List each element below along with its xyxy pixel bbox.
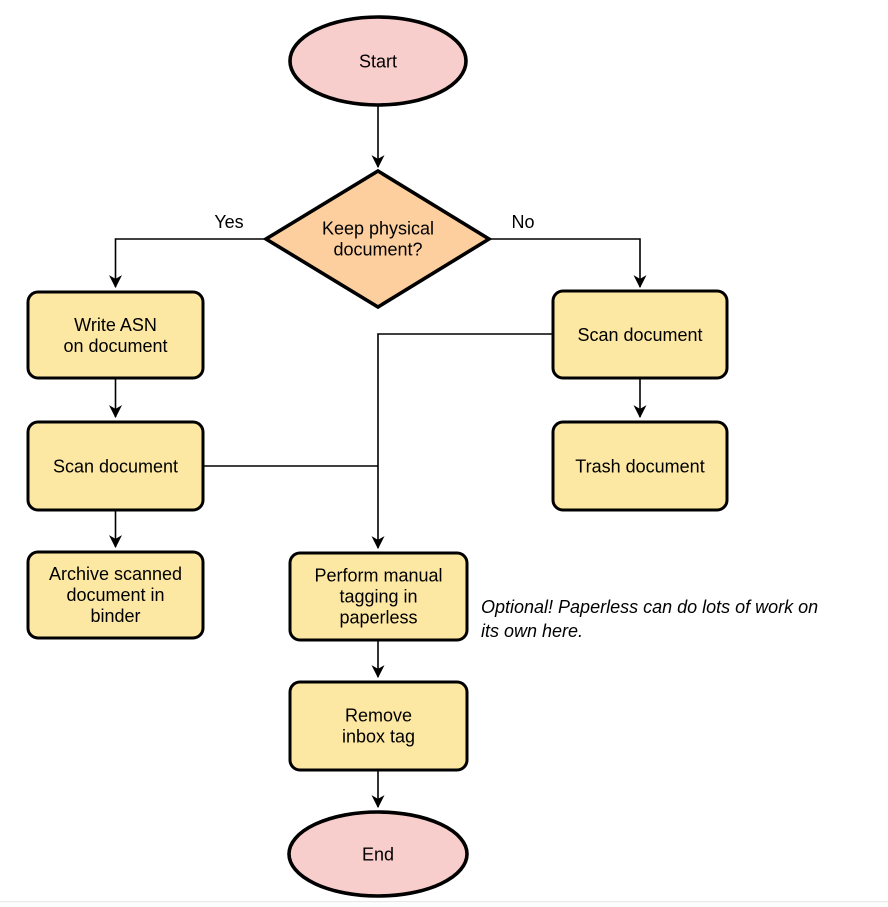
scan-left-process-shape (26, 420, 205, 512)
edge-decision-no (489, 238, 647, 289)
node-trash: Trash document (551, 420, 729, 512)
remove-inbox-label-line1: Remove (345, 706, 412, 726)
node-scan-left: Scan document (26, 420, 205, 512)
tagging-label-line2: tagging in (339, 587, 417, 607)
decision-label-line2: document? (333, 240, 422, 260)
edge-merge-to-tagging (371, 333, 553, 550)
trash-process-shape (551, 420, 729, 512)
node-end: End (287, 810, 469, 898)
write-asn-label-line2: on document (63, 336, 167, 356)
annotation-optional: Optional! Paperless can do lots of work … (481, 597, 818, 641)
end-label: End (362, 845, 394, 865)
bottom-margin-strip (0, 902, 888, 907)
edges (109, 105, 647, 809)
annotation-line2: its own here. (481, 621, 583, 641)
remove-inbox-label-line2: inbox tag (342, 727, 415, 747)
scan-right-label: Scan document (577, 325, 702, 345)
remove-inbox-process-shape (288, 680, 469, 772)
archive-label-line1: Archive scanned (49, 564, 182, 584)
node-archive: Archive scanned document in binder (26, 550, 205, 640)
tagging-label-line3: paperless (339, 608, 417, 628)
trash-label: Trash document (575, 457, 704, 477)
node-tagging: Perform manual tagging in paperless (288, 551, 469, 642)
write-asn-process-shape (26, 290, 205, 380)
tagging-label-line1: Perform manual (314, 566, 442, 586)
tagging-process-shape (288, 551, 469, 642)
scan-right-process-shape (551, 289, 729, 380)
edge-label-yes: Yes (214, 212, 243, 232)
decision-diamond-shape (262, 168, 493, 310)
start-label: Start (359, 52, 397, 72)
node-decision: Keep physical document? (262, 168, 493, 310)
node-start: Start (288, 15, 468, 107)
decision-label-line1: Keep physical (322, 219, 434, 239)
end-terminator-shape (287, 810, 469, 898)
annotation-line1: Optional! Paperless can do lots of work … (481, 597, 818, 617)
bottom-divider (0, 901, 888, 903)
node-remove-inbox: Remove inbox tag (288, 680, 469, 772)
start-terminator-shape (288, 15, 468, 107)
node-scan-right: Scan document (551, 289, 729, 380)
write-asn-label-line1: Write ASN (74, 315, 157, 335)
edge-decision-yes (109, 238, 266, 289)
edge-label-no: No (511, 212, 534, 232)
archive-label-line2: document in (66, 585, 164, 605)
archive-process-shape (26, 550, 205, 640)
archive-label-line3: binder (90, 606, 140, 626)
node-write-asn: Write ASN on document (26, 290, 205, 380)
scan-left-label: Scan document (53, 457, 178, 477)
